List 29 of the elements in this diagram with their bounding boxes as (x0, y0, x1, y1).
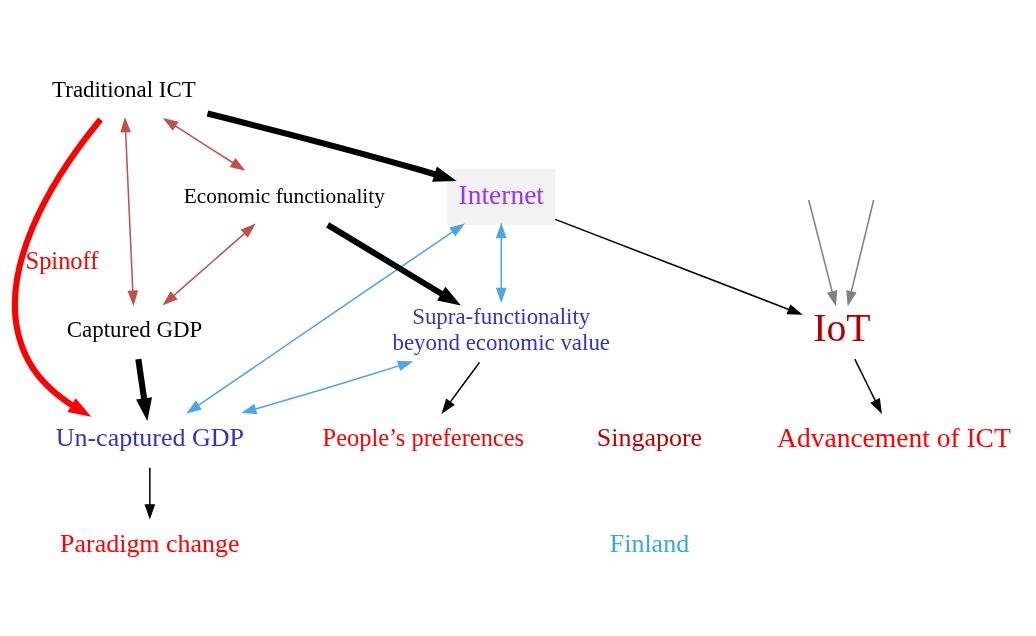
node-text: People’s preferences (322, 423, 525, 451)
node-box: Internet (447, 168, 556, 225)
label: Singapore (596, 422, 703, 452)
node-text: Captured GDP (66, 316, 203, 342)
arrow (807, 198, 838, 306)
node-text: Supra-functionality beyond economic value (392, 303, 611, 355)
arrow (144, 466, 156, 520)
node-text: Paradigm change (60, 528, 240, 558)
arrow (241, 360, 414, 414)
arrow (162, 223, 256, 305)
arrow (206, 110, 457, 182)
node-text: Advancement of ICT (777, 421, 1011, 453)
arrow (186, 222, 465, 414)
arrow (854, 357, 882, 414)
node-text: Economic functionality (183, 183, 385, 208)
edge-label: Spinoff (25, 246, 99, 274)
arrow (120, 116, 139, 306)
arrow (326, 221, 461, 306)
node-text: Un-captured GDP (55, 422, 244, 452)
arrow (441, 361, 481, 414)
arrow (135, 358, 152, 421)
node-text: IoT (813, 305, 871, 350)
arrow (162, 117, 246, 171)
label: Finland (609, 528, 690, 558)
arrow (554, 218, 803, 315)
arrow (12, 117, 103, 417)
arrow (846, 198, 875, 306)
node-text: Traditional ICT (52, 76, 196, 102)
arrow (495, 222, 507, 303)
